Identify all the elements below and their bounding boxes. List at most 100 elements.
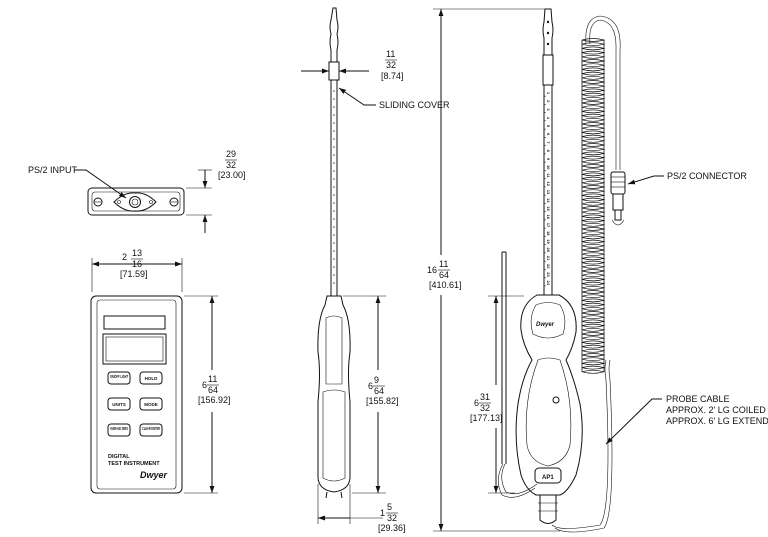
cable-coil-loop	[581, 113, 606, 118]
svg-text:6: 6	[202, 380, 207, 390]
probe-scale-number: 12	[546, 182, 551, 187]
cable-coil-loop	[581, 361, 606, 366]
button-average-zero[interactable]	[107, 423, 131, 437]
cable-coil-loop	[581, 227, 606, 231]
button-hold[interactable]	[139, 371, 163, 385]
svg-text:2: 2	[122, 252, 127, 262]
svg-text:11: 11	[208, 374, 217, 384]
probe-scale-number: 9	[546, 158, 551, 161]
svg-text:6: 6	[368, 381, 373, 391]
cable-coil-loop	[581, 369, 606, 374]
probe-scale-number: 14	[546, 198, 551, 203]
probe-scale-number: 4	[546, 117, 551, 120]
cable-coil-loop	[581, 327, 606, 332]
height-dimension: 6 11 64 [156.92]	[184, 295, 231, 494]
button-clear-enter[interactable]	[139, 423, 163, 437]
cable-coil-loop	[581, 298, 606, 303]
cable-coil-loop	[581, 138, 606, 143]
probe-cable-leader	[605, 398, 662, 445]
cable-coil-loop	[581, 256, 606, 261]
cable-coil-loop	[581, 75, 606, 80]
svg-text:MODE: MODE	[144, 402, 158, 407]
probe-scale-number: 19	[546, 239, 551, 244]
ps2-connector-leader	[627, 175, 664, 185]
cable-coil-loop	[581, 252, 606, 257]
cable-coil-loop	[581, 189, 606, 194]
svg-text:5: 5	[387, 502, 392, 512]
cable-coil-loop	[581, 67, 606, 72]
probe-cable-label: PROBE CABLE	[666, 394, 730, 404]
svg-text:64: 64	[374, 386, 384, 396]
svg-text:32: 32	[387, 513, 397, 523]
cable-coil-loop	[581, 130, 606, 135]
sliding-cover-label: SLIDING COVER	[379, 100, 450, 110]
cable-coil-loop	[581, 155, 606, 160]
svg-text:11: 11	[386, 49, 395, 59]
ps2-connector-label: PS/2 CONNECTOR	[667, 171, 747, 181]
tether-length-dimension: 6 31 32 [177.13]	[470, 295, 524, 494]
width-dimension: 2 13 16 [71.59]	[91, 248, 183, 292]
cable-coil-loop	[581, 248, 606, 252]
svg-text:[410.61]: [410.61]	[429, 280, 462, 290]
cable-coil-loop	[581, 344, 606, 349]
cable-coil-loop	[581, 260, 606, 265]
cable-coil-loop	[581, 269, 606, 273]
button-units[interactable]	[107, 397, 131, 411]
model-label: AP1	[542, 475, 554, 481]
cable-coil-loop	[581, 126, 606, 131]
cable-coil-loop	[581, 134, 606, 139]
cable-coil-loop	[581, 143, 606, 147]
probe-cable-coiled-label: APPROX. 2' LG COILED	[666, 405, 766, 415]
probe-scale-number: 17	[546, 223, 551, 228]
probe-scale-number: 6	[546, 133, 551, 136]
cable-coil-loop	[581, 348, 606, 353]
probe-scale-number: 18	[546, 231, 551, 236]
probe-scale-number: 3	[546, 108, 551, 111]
probe-diameter-dimension: 11 32 [8.74]	[301, 49, 404, 81]
cable-coil-loop	[581, 306, 606, 311]
cable-coil-loop	[581, 122, 606, 126]
cable-coil-loop	[581, 59, 606, 63]
handle-width-dimension: 1 5 32 [29.36]	[317, 484, 406, 533]
cable-coil-loop	[581, 218, 606, 223]
handle-logo: Dwyer	[536, 322, 555, 328]
button-mode[interactable]	[139, 397, 163, 411]
cable-coil-loop	[581, 210, 606, 215]
svg-text:[177.13]: [177.13]	[470, 413, 503, 423]
cable-coil-loop	[581, 151, 606, 156]
cable-coil-loop	[581, 46, 606, 51]
cable-coil-loop	[581, 340, 606, 345]
cable-coil-loop	[581, 273, 606, 278]
probe-scale-number: 5	[546, 125, 551, 128]
probe-scale-number: 20	[546, 248, 551, 253]
cable-coil-loop	[581, 117, 606, 122]
cable-coil-loop	[581, 168, 606, 173]
brand-logo: Dwyer	[140, 470, 168, 480]
probe-scale-number: 21	[546, 256, 551, 261]
cable-coil-loop	[581, 105, 606, 110]
cable-coil-loop	[581, 206, 606, 210]
svg-text:13: 13	[132, 248, 142, 258]
cable-coil-loop	[581, 92, 606, 97]
probe-scale-number: 24	[546, 281, 551, 286]
probe-scale-number: 22	[546, 264, 551, 269]
probe-scale-number: 11	[546, 173, 551, 178]
probe-scale-number: 8	[546, 150, 551, 153]
svg-text:29: 29	[226, 149, 236, 159]
button-on-off-light[interactable]	[107, 371, 131, 385]
cable-coil-loop	[581, 235, 606, 240]
meter-name-line-1: DIGITAL	[108, 454, 130, 460]
svg-text:9: 9	[374, 375, 379, 385]
cable-coil-loop	[581, 311, 606, 315]
cable-coil-loop	[581, 38, 606, 42]
svg-text:32: 32	[226, 160, 236, 170]
cable-coil-loop	[581, 214, 606, 219]
svg-text:32: 32	[480, 403, 490, 413]
tether-rod	[497, 251, 538, 498]
coiled-cable	[551, 15, 621, 533]
cable-coil-loop	[581, 332, 606, 336]
cable-coil-loop	[581, 180, 606, 185]
